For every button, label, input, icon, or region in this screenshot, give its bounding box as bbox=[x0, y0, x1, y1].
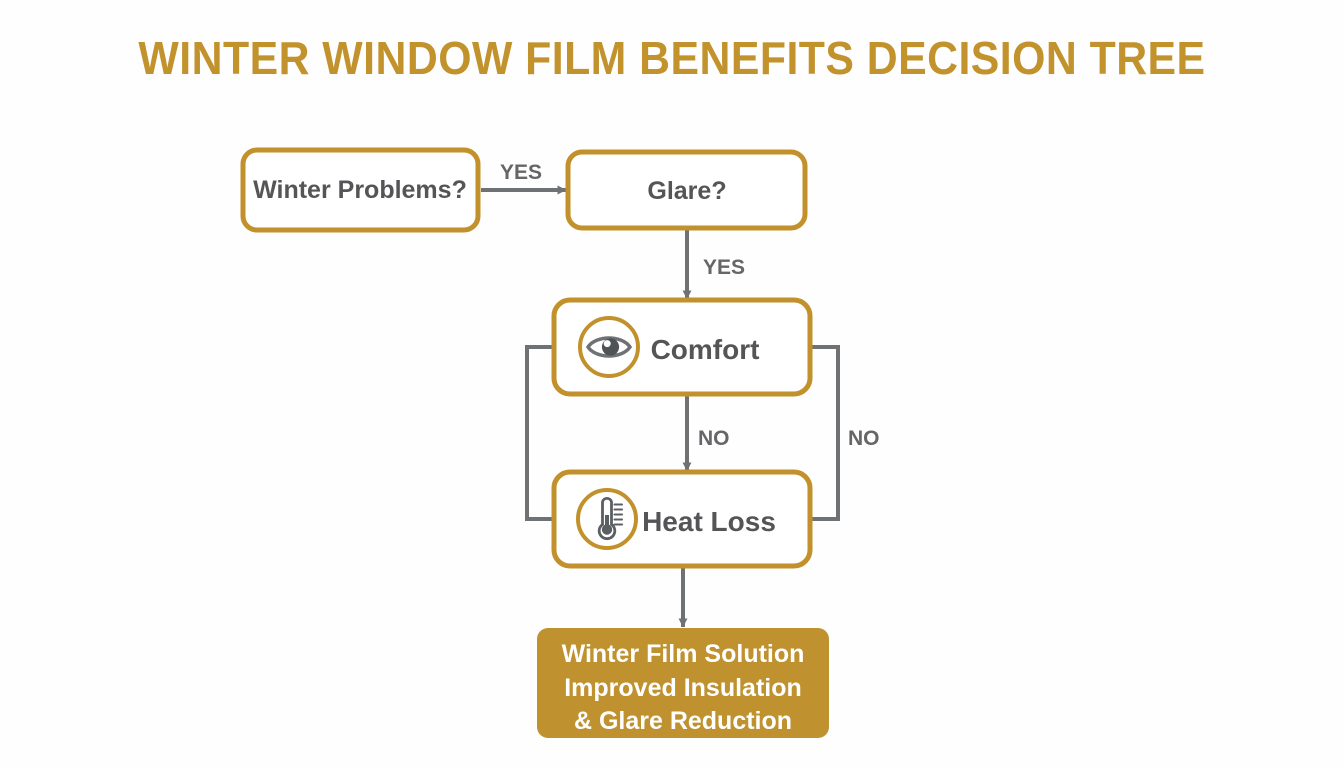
eye-icon-highlight bbox=[603, 340, 611, 348]
solution-box bbox=[537, 628, 829, 738]
thermometer-icon-ticks bbox=[613, 503, 624, 526]
eye-icon-ring bbox=[578, 316, 640, 378]
node-winter-film-solution[interactable]: Winter Film Solution Improved Insulation… bbox=[537, 628, 829, 738]
thermometer-icon bbox=[576, 488, 638, 550]
node-comfort-box bbox=[551, 297, 813, 397]
node-comfort[interactable]: Comfort bbox=[551, 297, 813, 397]
node-heat-loss-label: Heat Loss bbox=[642, 506, 776, 537]
thermometer-icon-body bbox=[597, 496, 617, 540]
edge-bypass-right-path bbox=[808, 345, 840, 521]
node-comfort-label: Comfort bbox=[651, 334, 760, 365]
connector-layer bbox=[481, 185, 840, 628]
node-glare-box bbox=[565, 149, 808, 231]
edge-label-no-bypass-right: NO bbox=[848, 427, 880, 450]
node-winter-problems-label: Winter Problems? bbox=[253, 176, 467, 204]
solution-line-2: Improved Insulation bbox=[564, 674, 802, 702]
thermometer-icon-mercury bbox=[605, 515, 609, 530]
edge-label-no-comfort-heatloss: NO bbox=[698, 427, 730, 450]
edge-label-yes-problems-glare: YES bbox=[500, 161, 542, 184]
node-winter-problems[interactable]: Winter Problems? bbox=[240, 147, 481, 233]
page-title: WINTER WINDOW FILM BENEFITS DECISION TRE… bbox=[138, 32, 1206, 84]
node-heat-loss-box bbox=[551, 469, 813, 569]
edge-bypass-left-path bbox=[525, 345, 557, 521]
solution-line-1: Winter Film Solution bbox=[562, 640, 805, 668]
node-glare-label: Glare? bbox=[647, 177, 726, 205]
eye-icon-outline bbox=[585, 336, 633, 358]
node-glare[interactable]: Glare? bbox=[565, 149, 808, 231]
solution-line-3: & Glare Reduction bbox=[574, 707, 792, 735]
thermometer-icon-ring bbox=[576, 488, 638, 550]
node-winter-problems-box bbox=[240, 147, 481, 233]
edge-label-yes-glare-comfort: YES bbox=[703, 256, 745, 279]
eye-icon bbox=[578, 316, 640, 378]
edge-label-layer: YES YES NO NO bbox=[500, 161, 880, 450]
eye-icon-iris bbox=[601, 338, 620, 356]
node-heat-loss[interactable]: Heat Loss bbox=[551, 469, 813, 569]
